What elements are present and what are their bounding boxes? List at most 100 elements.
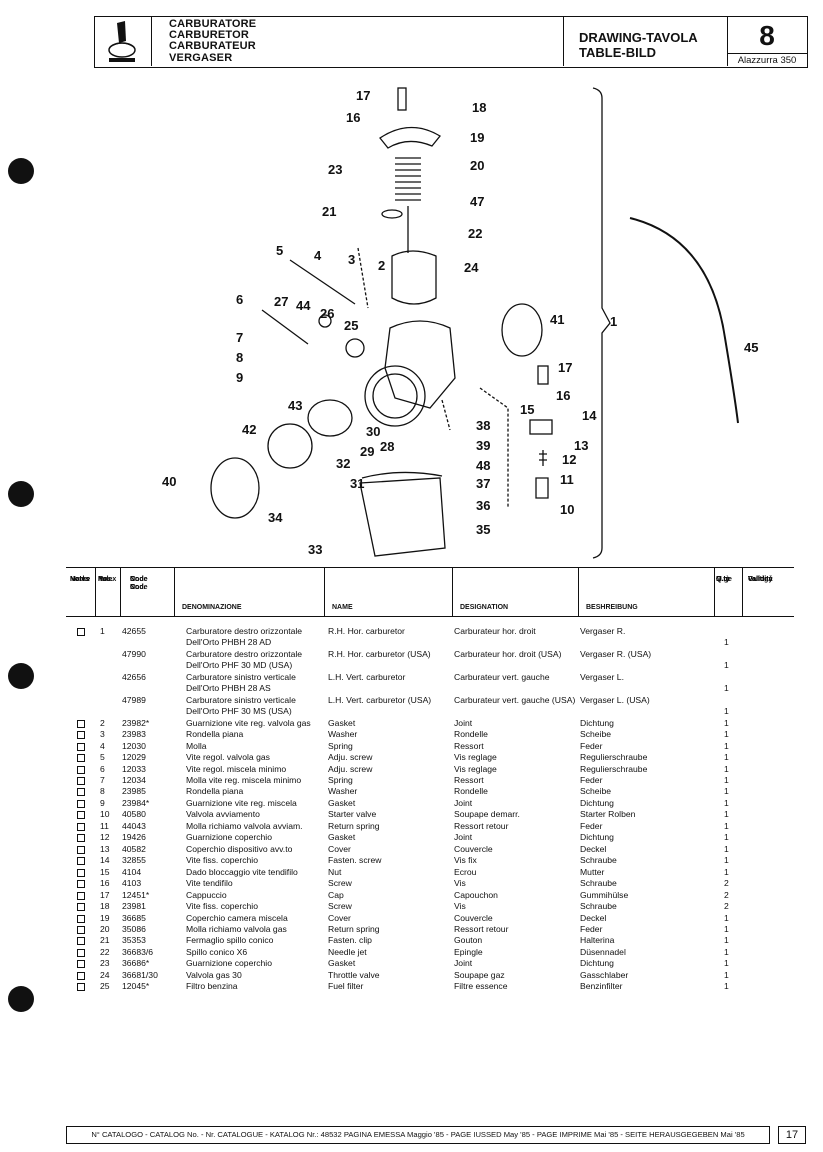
qty-cell: 1 — [724, 752, 729, 763]
qty-cell: 1 — [724, 717, 729, 728]
name-cell: Needle jet — [328, 946, 367, 957]
qty-cell: 1 — [724, 706, 729, 717]
callout-2: 2 — [378, 258, 385, 273]
qty-cell: 1 — [724, 660, 729, 671]
callout-45: 45 — [744, 340, 758, 355]
beshreibung-cell: Vergaser R. (USA) — [580, 648, 652, 659]
part-12-gasket — [539, 450, 547, 466]
callout-39: 39 — [476, 438, 490, 453]
notes-checkbox — [77, 960, 85, 969]
denominazione-cell: Carburatore sinistro verticale — [186, 694, 296, 705]
qty-cell: 1 — [724, 912, 729, 923]
denominazione-cell: Guarnizione vite reg. miscela — [186, 797, 297, 808]
part-5-screw — [289, 259, 356, 305]
callout-18: 18 — [472, 100, 486, 115]
code-cell: 32855 — [122, 855, 146, 866]
index-cell: 13 — [100, 843, 110, 854]
model-name: Alazzurra 350 — [727, 53, 807, 68]
name-cell: Nut — [328, 866, 342, 877]
name-cell: Gasket — [328, 717, 356, 728]
name-cell: Fasten. clip — [328, 935, 372, 946]
notes-checkbox — [77, 799, 85, 808]
part-42-ring — [267, 423, 313, 469]
notes-checkbox — [77, 891, 85, 900]
callout-12: 12 — [562, 452, 576, 467]
qty-cell: 1 — [724, 786, 729, 797]
designation-cell: Couvercle — [454, 912, 493, 923]
page-header: CARBURATORE CARBURETOR CARBURATEUR VERGA… — [94, 16, 808, 68]
index-cell: 23 — [100, 958, 110, 969]
qty-cell: 1 — [724, 843, 729, 854]
denominazione-cell: Dell'Orto PHF 30 MD (USA) — [186, 660, 293, 671]
code-cell: 12451* — [122, 889, 150, 900]
denominazione-cell: Cappuccio — [186, 889, 227, 900]
qty-cell: 2 — [724, 901, 729, 912]
beshreibung-cell: Feder — [580, 820, 603, 831]
index-cell: 1 — [100, 626, 105, 636]
notes-checkbox — [77, 880, 85, 889]
name-cell: L.H. Vert. carburetor (USA) — [328, 694, 432, 705]
beshreibung-cell: Gummihülse — [580, 889, 629, 900]
part-17-cap-right — [537, 365, 549, 385]
designation-cell: Vis reglage — [454, 752, 497, 763]
notes-checkbox — [77, 811, 85, 820]
page-number: 17 — [778, 1126, 806, 1144]
binder-hole — [8, 158, 34, 184]
callout-14: 14 — [582, 408, 597, 423]
code-cell: 44043 — [122, 820, 146, 831]
denominazione-cell: Dell'Orto PHBH 28 AS — [186, 683, 271, 694]
callout-27: 27 — [274, 294, 288, 309]
beshreibung-cell: Regulierschraube — [580, 763, 648, 774]
part-25-filter — [345, 338, 365, 358]
qty-cell: 2 — [724, 889, 729, 900]
name-cell: Washer — [328, 729, 358, 740]
beshreibung-cell: Schraube — [580, 878, 617, 889]
denominazione-cell: Vite regol. miscela minimo — [186, 763, 287, 774]
part-17-cap — [397, 87, 407, 111]
title-en: CARBURETOR — [169, 29, 250, 42]
qty-cell: 1 — [724, 809, 729, 820]
designation-cell: Ressort retour — [454, 820, 509, 831]
index-cell: 20 — [100, 923, 110, 934]
denominazione-cell: Spillo conico X6 — [186, 946, 248, 957]
callout-22: 22 — [468, 226, 482, 241]
name-cell: Washer — [328, 786, 358, 797]
carb-intake — [364, 365, 426, 427]
index-cell: 2 — [100, 717, 105, 728]
drawing-label: DRAWING-TAVOLA TABLE-BILD — [579, 30, 698, 60]
code-cell: 36681/30 — [122, 969, 158, 980]
callout-25: 25 — [344, 318, 358, 333]
part-6-screw — [261, 309, 309, 345]
exploded-diagram: 17 18 16 19 23 20 47 21 22 5 4 3 2 24 6 … — [150, 78, 790, 568]
beshreibung-cell: Deckel — [580, 843, 607, 854]
index-cell: 15 — [100, 866, 110, 877]
name-cell: Cap — [328, 889, 344, 900]
code-cell: 23983 — [122, 729, 146, 740]
qty-cell: 1 — [724, 981, 729, 992]
designation-cell: Capouchon — [454, 889, 498, 900]
index-cell: 18 — [100, 901, 110, 912]
beshreibung-cell: Feder — [580, 740, 603, 751]
beshreibung-cell: Vergaser L. — [580, 671, 624, 682]
designation-cell: Joint — [454, 958, 473, 969]
callout-34: 34 — [268, 510, 283, 525]
beshreibung-cell: Düsennadel — [580, 946, 626, 957]
part-41-filter — [501, 303, 543, 357]
index-cell: 22 — [100, 946, 110, 957]
name-cell: Screw — [328, 901, 352, 912]
denominazione-cell: Carburatore destro orizzontale — [186, 648, 303, 659]
name-cell: Adju. screw — [328, 752, 373, 763]
designation-cell: Carburateur vert. gauche — [454, 671, 550, 682]
callout-24: 24 — [464, 260, 479, 275]
notes-checkbox — [77, 925, 85, 934]
denominazione-cell: Dado bloccaggio vite tendifilo — [186, 866, 298, 877]
callout-44: 44 — [296, 298, 311, 313]
designation-cell: Joint — [454, 717, 473, 728]
designation-cell: Soupape demarr. — [454, 809, 520, 820]
title-it: CARBURATORE — [169, 18, 257, 30]
denominazione-cell: Vite regol. valvola gas — [186, 752, 270, 763]
index-cell: 17 — [100, 889, 110, 900]
designation-cell: Joint — [454, 832, 473, 843]
denominazione-cell: Fermaglio spillo conico — [186, 935, 274, 946]
